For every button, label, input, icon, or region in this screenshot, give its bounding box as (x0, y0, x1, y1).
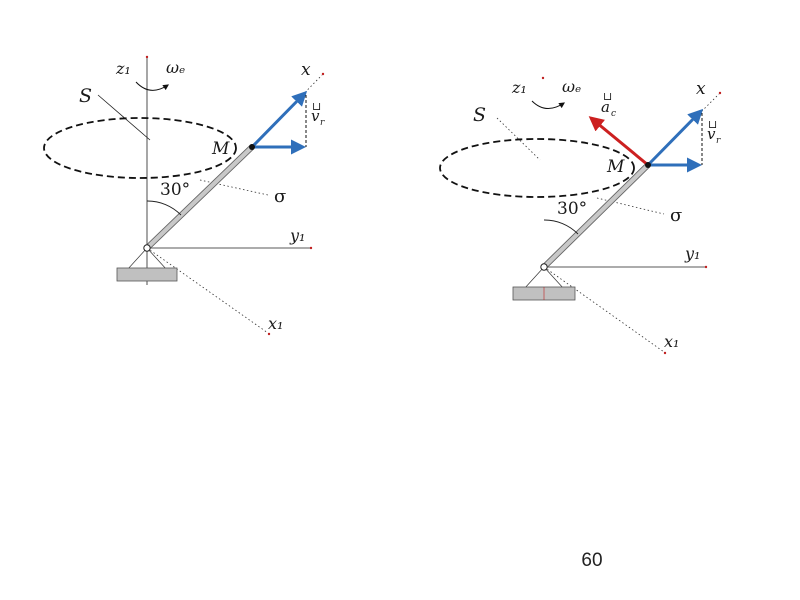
x1-axis (146, 247, 269, 334)
point-m (249, 144, 255, 150)
label-vr-sub: r (320, 118, 325, 128)
label-angle: 30° (160, 180, 190, 200)
ac-arrow (588, 116, 649, 167)
label-vr-arrow: ⊔ (312, 100, 321, 113)
angle-arc (146, 200, 182, 216)
support-leg-left (126, 247, 148, 271)
label-x1: x₁ (664, 332, 679, 351)
omega-arrow (531, 100, 565, 109)
pivot (143, 244, 151, 252)
figure-left: z₁ ωₑ S x M ⊔ v r 30° σ y₁ x₁ (43, 55, 325, 336)
rod-body (541, 162, 651, 270)
label-y1: y₁ (684, 244, 700, 263)
rotation-circle (439, 138, 635, 198)
x1-axis-tip (663, 351, 667, 355)
page-number: 60 (581, 550, 603, 571)
label-omega: ωₑ (562, 77, 581, 96)
vr-arrow (250, 90, 308, 149)
x1-axis-tip (267, 332, 271, 336)
z1-axis-tip (145, 55, 149, 59)
label-ac: a (601, 98, 610, 116)
z1-axis-tip (541, 76, 545, 80)
y1-axis-tip (704, 265, 708, 269)
sigma-leader (596, 197, 665, 215)
y1-axis-tip (309, 246, 313, 250)
point-m (645, 162, 651, 168)
support-leg-right (146, 247, 168, 271)
label-s: S (79, 85, 92, 107)
support-base (116, 267, 178, 282)
angle-arc (543, 219, 579, 235)
label-angle: 30° (557, 199, 587, 219)
pivot (540, 263, 548, 271)
label-ac-sub: c (611, 109, 616, 119)
label-vr: v (311, 107, 320, 125)
figure-right: z₁ ωₑ S ⊔ a c x M ⊔ v r 30° σ y₁ x₁ (439, 76, 722, 355)
x1-axis (543, 266, 665, 353)
label-z1: z₁ (115, 59, 131, 78)
label-z1: z₁ (511, 78, 527, 97)
label-x: x (696, 79, 706, 99)
surface-leader (97, 94, 151, 141)
vr-arrow (646, 108, 704, 167)
support-leg-right (543, 266, 565, 290)
label-vr-arrow: ⊔ (708, 118, 717, 131)
label-m: M (606, 157, 625, 177)
label-vr: v (707, 125, 716, 143)
label-vr-sub: r (716, 136, 721, 146)
label-s: S (473, 104, 486, 126)
x-axis-tip (718, 91, 722, 95)
label-ac-arrow: ⊔ (603, 90, 612, 103)
label-x: x (301, 60, 311, 80)
support-leg-left (523, 266, 545, 290)
label-y1: y₁ (289, 226, 305, 245)
label-x1: x₁ (268, 314, 283, 333)
label-m: M (211, 139, 230, 159)
label-sigma: σ (274, 186, 286, 207)
label-sigma: σ (670, 205, 682, 226)
x-axis-tip (321, 72, 325, 76)
rod-body (144, 144, 255, 251)
label-omega: ωₑ (166, 58, 185, 77)
rotation-circle (43, 117, 237, 179)
omega-arrow (135, 81, 169, 91)
